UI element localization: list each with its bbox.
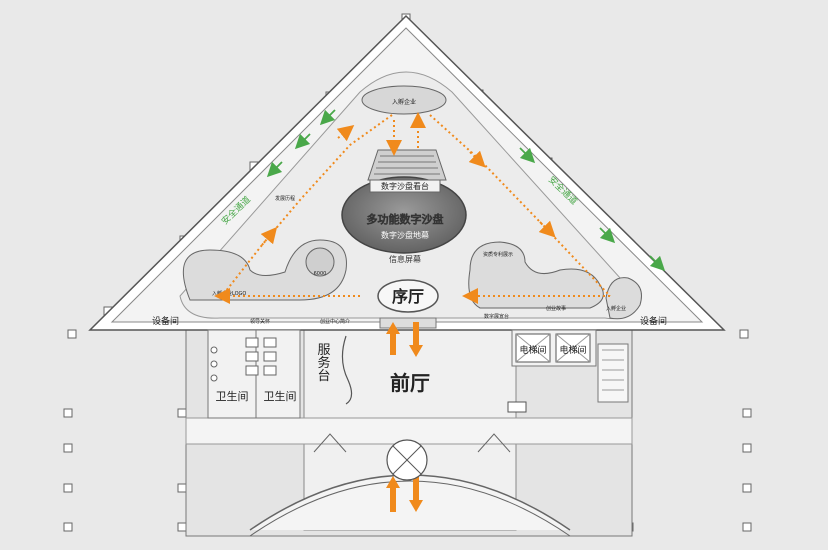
entry-arrows	[386, 322, 423, 512]
info-screen-label: 信息屏幕	[389, 254, 421, 264]
top-booth-label: 入孵企业	[392, 98, 416, 106]
restroom-right-label: 卫生间	[264, 389, 297, 403]
equipment-right-label: 设备间	[640, 315, 667, 327]
patent-label: 资质专利展示	[483, 251, 513, 258]
entry-planters	[313, 433, 511, 453]
digital-screen-label: 数字展宣台	[484, 313, 509, 320]
equipment-left-label: 设备间	[152, 315, 179, 327]
restroom-block: 卫生间 卫生间	[207, 329, 301, 419]
round-label: 6000	[314, 271, 327, 277]
story-label: 创业故事	[546, 305, 566, 312]
front-hall-label: 前厅	[390, 371, 430, 395]
preface-hall: 序厅	[377, 279, 439, 329]
history-label: 发展历程	[275, 195, 295, 202]
preface-hall-label: 序厅	[392, 287, 424, 306]
top-booth: 入孵企业	[361, 85, 447, 115]
right-display: 资质专利展示 创业故事 入孵企业	[468, 241, 642, 320]
elevator-2-label: 电梯间	[559, 344, 586, 356]
sand-table-title: 多功能数字沙盘	[367, 212, 444, 226]
restroom-left-label: 卫生间	[216, 389, 249, 403]
elevator-1-label: 电梯间	[519, 344, 546, 356]
visitor-flow	[214, 112, 611, 304]
stand-label: 数字沙盘看台	[381, 181, 429, 191]
sand-table: 数字沙盘看台 多功能数字沙盘 数字沙盘地幕 信息屏幕	[341, 176, 467, 264]
leader-label: 领导关怀	[250, 318, 270, 325]
enter-right-label: 入孵企业	[606, 305, 626, 312]
exit-arrows	[266, 109, 666, 272]
sand-table-subtitle: 数字沙盘地幕	[381, 230, 429, 240]
center-intro-label: 创业中心简介	[320, 318, 350, 325]
revolving-door	[386, 439, 428, 481]
service-desk: 服务台	[315, 335, 353, 405]
sand-table-stand	[367, 149, 447, 181]
left-display: 6000	[182, 239, 347, 301]
elevator-block: 电梯间 电梯间	[507, 329, 629, 413]
service-desk-label: 服务台	[315, 343, 331, 382]
